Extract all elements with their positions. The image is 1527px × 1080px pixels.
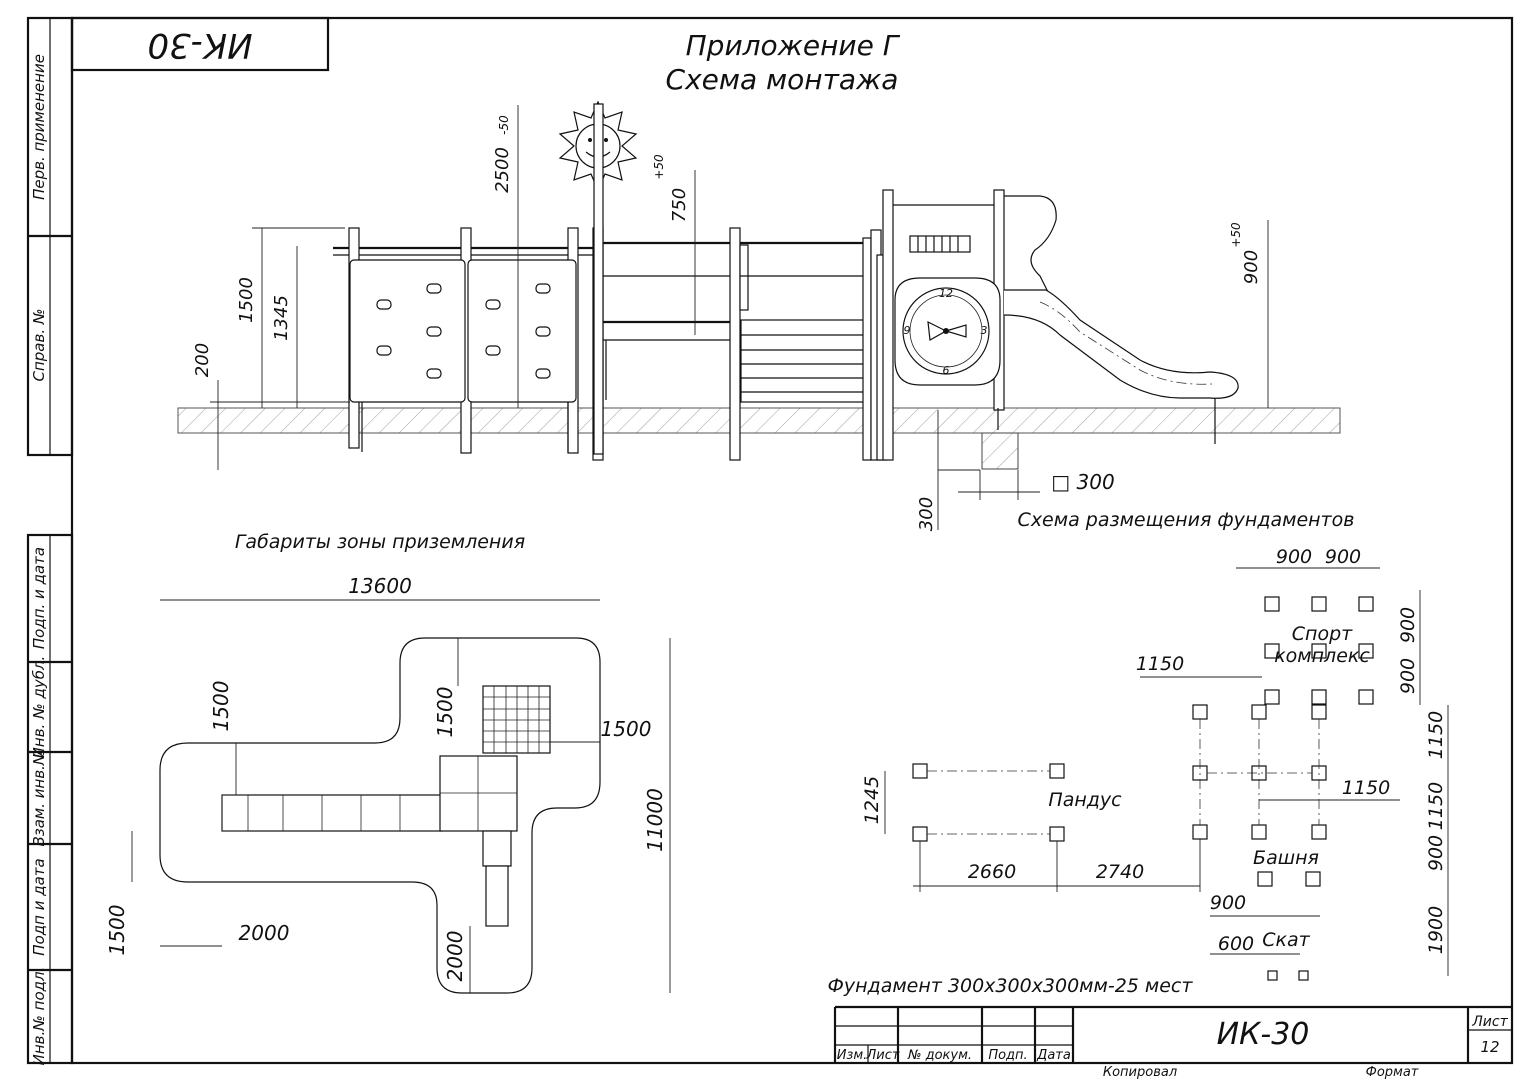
elevation-dimensions: 2500 -50 750 +50 900 +50 1500 1345 200 bbox=[192, 105, 1269, 470]
svg-text:900: 900 bbox=[1325, 546, 1361, 568]
svg-text:12: 12 bbox=[939, 287, 953, 300]
svg-text:1500: 1500 bbox=[236, 277, 257, 323]
svg-text:1345: 1345 bbox=[271, 295, 292, 341]
svg-text:900: 900 bbox=[1276, 546, 1312, 568]
svg-text:2000: 2000 bbox=[443, 931, 467, 982]
svg-text:2500: 2500 bbox=[492, 147, 513, 193]
side-vzam: Взам. инв.№ bbox=[30, 749, 48, 846]
title-block: Изм. Лист № докум. Подп. Дата ИК-30 Лист… bbox=[833, 1005, 1512, 1080]
stamp-doc: № докум. bbox=[907, 1048, 972, 1063]
side-perv: Перв. применение bbox=[30, 54, 48, 200]
svg-text:-50: -50 bbox=[497, 115, 511, 135]
side-sprav: Справ. № bbox=[30, 309, 48, 382]
stamp-data: Дата bbox=[1036, 1048, 1071, 1063]
svg-text:900: 900 bbox=[1397, 658, 1419, 694]
svg-text:900: 900 bbox=[1425, 835, 1447, 871]
svg-text:1500: 1500 bbox=[105, 905, 129, 956]
slide bbox=[997, 195, 1239, 444]
stamp-format: Формат bbox=[1366, 1065, 1419, 1080]
svg-text:Спорт: Спорт bbox=[1292, 623, 1353, 645]
svg-text:900: 900 bbox=[1397, 607, 1419, 643]
foundation-scheme: 900 900 900 900 1150 1150 1150 1150 1245… bbox=[861, 546, 1449, 981]
svg-text:600: 600 bbox=[1218, 933, 1254, 955]
svg-text:1500: 1500 bbox=[433, 687, 457, 738]
svg-text:2740: 2740 bbox=[1096, 861, 1144, 883]
svg-text:Скат: Скат bbox=[1262, 929, 1310, 951]
svg-text:750: 750 bbox=[669, 188, 690, 222]
svg-text:3: 3 bbox=[981, 324, 988, 337]
side-inv-dubl: Инв. № дубл. bbox=[30, 656, 48, 759]
clock-face bbox=[902, 287, 990, 375]
svg-text:комплекс: комплекс bbox=[1274, 645, 1370, 667]
side-podp-data-1: Подп. и дата bbox=[30, 547, 48, 649]
svg-text:Пандус: Пандус bbox=[1048, 789, 1122, 811]
side-inv-podl: Инв.№ подл. bbox=[30, 967, 48, 1066]
svg-text:200: 200 bbox=[192, 343, 213, 377]
svg-text:1150: 1150 bbox=[1342, 777, 1390, 799]
svg-text:2000: 2000 bbox=[239, 921, 290, 945]
svg-text:1900: 1900 bbox=[1425, 906, 1447, 954]
svg-text:1500: 1500 bbox=[209, 681, 233, 732]
ramp-stairs bbox=[729, 227, 882, 461]
side-stamp: Перв. применение Справ. № Подп. и дата И… bbox=[26, 16, 74, 1066]
svg-text:1500: 1500 bbox=[601, 717, 652, 741]
foundation-note: Фундамент 300х300х300мм-25 мест bbox=[828, 975, 1194, 997]
stamp-izm: Изм. bbox=[837, 1048, 868, 1063]
foundation-scheme-title: Схема размещения фундаментов bbox=[1018, 509, 1355, 531]
stamp-sheet-number: 12 bbox=[1480, 1038, 1499, 1056]
side-podp-data-2: Подп и дата bbox=[30, 858, 48, 955]
landing-zone-title: Габариты зоны приземления bbox=[235, 531, 525, 553]
bridge bbox=[603, 241, 735, 400]
title-line-1: Приложение Г bbox=[686, 29, 901, 62]
title-line-2: Схема монтажа bbox=[666, 63, 899, 96]
svg-text:900: 900 bbox=[1210, 892, 1246, 914]
svg-text:+50: +50 bbox=[1229, 222, 1243, 248]
stamp-code: ИК-30 bbox=[1217, 1017, 1310, 1052]
svg-text:300: 300 bbox=[916, 497, 937, 531]
svg-text:Башня: Башня bbox=[1253, 847, 1319, 869]
landing-zone: 13600 11000 1500 1500 1500 1500 2000 200… bbox=[105, 574, 671, 994]
svg-text:1150: 1150 bbox=[1425, 711, 1447, 759]
svg-text:1150: 1150 bbox=[1425, 782, 1447, 830]
svg-text:2660: 2660 bbox=[968, 861, 1016, 883]
ground bbox=[177, 407, 1341, 434]
stamp-sheet-label: Лист bbox=[1471, 1014, 1508, 1030]
svg-text:□ 300: □ 300 bbox=[1051, 470, 1114, 494]
svg-text:6: 6 bbox=[943, 364, 950, 377]
stamp-list: Лист bbox=[866, 1048, 900, 1063]
svg-text:13600: 13600 bbox=[348, 574, 412, 598]
svg-text:900: 900 bbox=[1241, 250, 1262, 284]
foundation-detail: 300 □ 300 bbox=[916, 410, 1115, 531]
sun-decoration bbox=[558, 100, 638, 455]
stamp-podp: Подп. bbox=[988, 1048, 1027, 1063]
svg-text:+50: +50 bbox=[652, 154, 666, 180]
stamp-copied: Копировал bbox=[1103, 1065, 1177, 1080]
svg-text:11000: 11000 bbox=[643, 788, 667, 852]
code-top: ИК-30 bbox=[147, 25, 252, 65]
svg-text:9: 9 bbox=[904, 324, 911, 337]
svg-text:1245: 1245 bbox=[861, 776, 883, 824]
svg-text:1150: 1150 bbox=[1136, 653, 1184, 675]
